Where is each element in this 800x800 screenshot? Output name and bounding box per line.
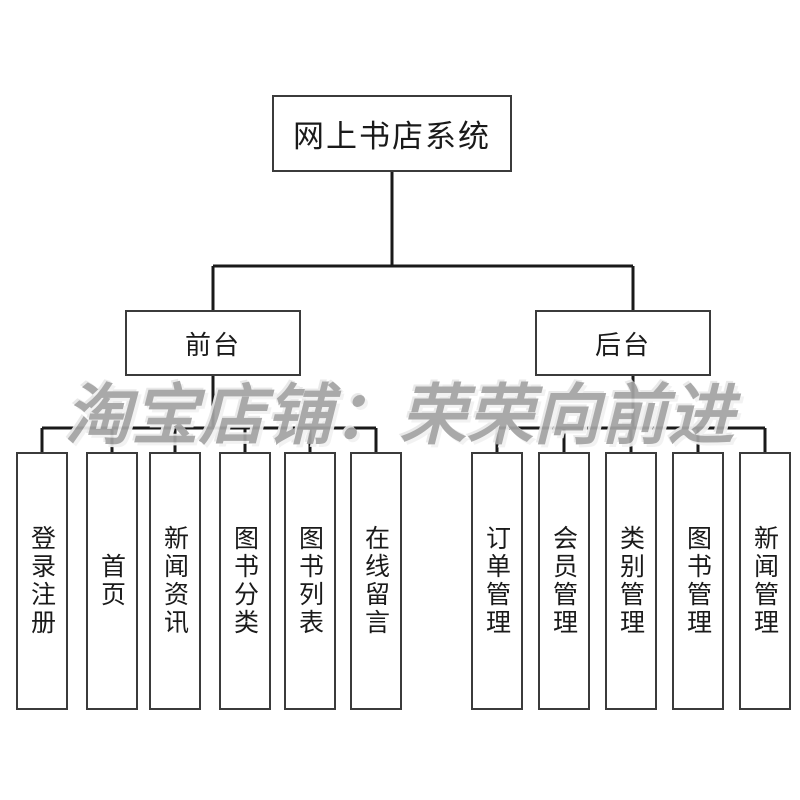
node-leaf-home[interactable]: 首页 — [86, 452, 138, 710]
node-leaf-news[interactable]: 新闻资讯 — [149, 452, 201, 710]
node-leaf-book-list[interactable]: 图书列表 — [284, 452, 336, 710]
node-leaf-order-mgmt-label: 订单管理 — [482, 525, 512, 637]
node-root-system[interactable]: 网上书店系统 — [272, 95, 512, 172]
node-leaf-book-category[interactable]: 图书分类 — [219, 452, 271, 710]
node-leaf-member-mgmt[interactable]: 会员管理 — [538, 452, 590, 710]
node-branch-frontend[interactable]: 前台 — [125, 310, 301, 376]
node-leaf-news-mgmt-label: 新闻管理 — [750, 525, 780, 637]
node-leaf-news-mgmt[interactable]: 新闻管理 — [739, 452, 791, 710]
node-branch-backend[interactable]: 后台 — [535, 310, 711, 376]
node-leaf-book-list-label: 图书列表 — [295, 525, 325, 637]
node-root-label: 网上书店系统 — [293, 119, 491, 155]
node-leaf-category-mgmt-label: 类别管理 — [616, 525, 646, 637]
node-leaf-login-register-label: 登录注册 — [27, 525, 57, 637]
node-leaf-news-label: 新闻资讯 — [160, 525, 190, 637]
node-leaf-book-mgmt-label: 图书管理 — [683, 525, 713, 637]
node-branch-backend-label: 后台 — [594, 330, 651, 361]
node-leaf-order-mgmt[interactable]: 订单管理 — [471, 452, 523, 710]
node-leaf-login-register[interactable]: 登录注册 — [16, 452, 68, 710]
node-leaf-home-label: 首页 — [97, 553, 127, 609]
node-branch-frontend-label: 前台 — [184, 330, 241, 361]
node-leaf-book-category-label: 图书分类 — [230, 525, 260, 637]
node-leaf-member-mgmt-label: 会员管理 — [549, 525, 579, 637]
node-leaf-online-message-label: 在线留言 — [361, 525, 391, 637]
node-leaf-category-mgmt[interactable]: 类别管理 — [605, 452, 657, 710]
node-leaf-book-mgmt[interactable]: 图书管理 — [672, 452, 724, 710]
node-leaf-online-message[interactable]: 在线留言 — [350, 452, 402, 710]
